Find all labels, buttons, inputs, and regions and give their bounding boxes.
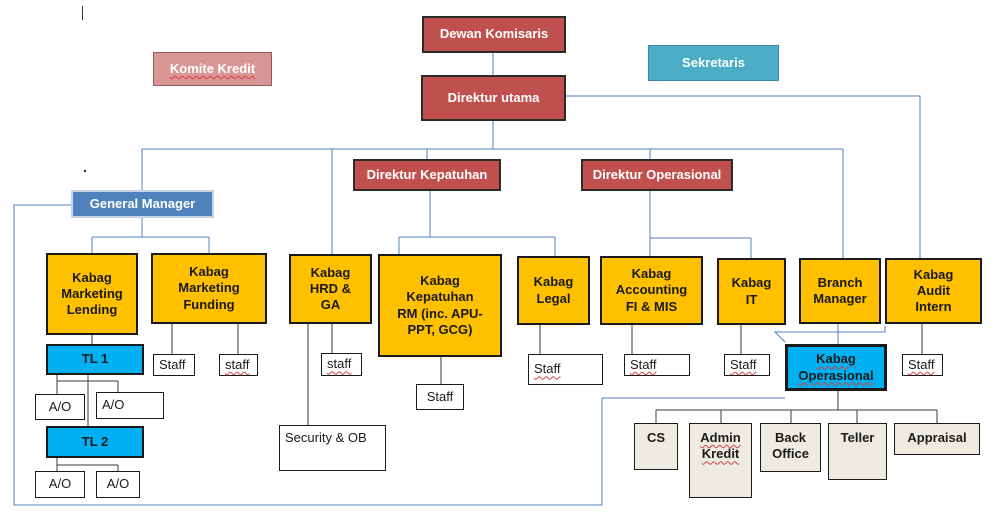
node-staff-funding-2[interactable]: staff (219, 354, 258, 376)
node-direktur-kepatuhan[interactable]: Direktur Kepatuhan (353, 159, 501, 191)
node-label: Kabag Marketing Lending (61, 269, 123, 318)
node-kabag-marketing-funding[interactable]: Kabag Marketing Funding (151, 253, 267, 324)
node-label: Staff (908, 356, 935, 372)
node-label: Komite Kredit (169, 60, 256, 76)
node-label: Sekretaris (682, 54, 745, 70)
node-label: Staff (630, 356, 657, 372)
node-komite-kredit[interactable]: Komite Kredit (153, 52, 272, 86)
node-direktur-operasional[interactable]: Direktur Operasional (581, 159, 733, 191)
node-label: A/O (48, 398, 72, 414)
node-label: Kabag Operasional (798, 351, 874, 383)
node-label: Back Office (772, 430, 809, 462)
node-admin-kredit[interactable]: Admin Kredit (689, 423, 752, 498)
node-kabag-kepatuhan[interactable]: Kabag Kepatuhan RM (inc. APU- PPT, GCG) (378, 254, 502, 357)
node-label: staff (327, 356, 352, 372)
node-dewan-komisaris[interactable]: Dewan Komisaris (422, 16, 566, 53)
node-ao-4[interactable]: A/O (96, 471, 140, 498)
node-branch-manager[interactable]: Branch Manager (799, 258, 881, 324)
node-label: Kabag HRD & GA (309, 264, 352, 313)
node-kabag-operasional[interactable]: Kabag Operasional (785, 344, 887, 391)
node-label: Staff (426, 388, 454, 404)
node-label: TL 1 (81, 351, 109, 367)
stray-dot (84, 170, 86, 172)
node-label: Staff (730, 356, 757, 372)
node-ao-2[interactable]: A/O (96, 392, 164, 419)
node-label: Staff (159, 356, 186, 372)
node-label: Branch Manager (813, 274, 867, 306)
node-staff-funding-1[interactable]: Staff (153, 354, 195, 376)
node-kabag-marketing-lending[interactable]: Kabag Marketing Lending (46, 253, 138, 335)
node-staff-kepatuhan[interactable]: Staff (416, 384, 464, 410)
node-staff-it[interactable]: Staff (724, 354, 770, 376)
node-label: A/O (48, 476, 72, 492)
node-security-ob[interactable]: Security & OB (279, 425, 386, 471)
node-label: TL 2 (81, 433, 109, 449)
node-ao-1[interactable]: A/O (35, 394, 85, 420)
node-label: Teller (840, 430, 875, 445)
node-kabag-hrd-ga[interactable]: Kabag HRD & GA (289, 254, 372, 324)
text-cursor (82, 6, 83, 20)
node-direktur-utama[interactable]: Direktur utama (421, 75, 566, 121)
node-kabag-legal[interactable]: Kabag Legal (517, 256, 590, 325)
node-staff-legal[interactable]: Staff (528, 354, 603, 385)
node-label: Direktur Kepatuhan (366, 166, 488, 182)
node-label: Staff (534, 361, 561, 377)
node-cs[interactable]: CS (634, 423, 678, 470)
node-ao-3[interactable]: A/O (35, 471, 85, 498)
node-label: Kabag Marketing Funding (178, 264, 240, 312)
node-label: Dewan Komisaris (439, 26, 549, 42)
node-teller[interactable]: Teller (828, 423, 887, 480)
node-staff-hrd[interactable]: staff (321, 353, 362, 376)
node-kabag-it[interactable]: Kabag IT (717, 258, 786, 325)
node-label: Kabag Audit Intern (913, 266, 954, 315)
node-label: Appraisal (907, 430, 967, 445)
node-staff-accounting[interactable]: Staff (624, 354, 690, 376)
node-label: Security & OB (285, 430, 367, 445)
node-label: A/O (102, 397, 125, 413)
node-tl2[interactable]: TL 2 (46, 426, 144, 458)
node-kabag-accounting[interactable]: Kabag Accounting FI & MIS (600, 256, 703, 325)
node-label: staff (225, 356, 250, 372)
node-sekretaris[interactable]: Sekretaris (648, 45, 779, 81)
node-label: Kabag IT (731, 275, 772, 307)
node-label: Kabag Legal (533, 274, 574, 306)
node-label: Kabag Accounting FI & MIS (615, 266, 688, 314)
node-label: Admin Kredit (700, 430, 741, 462)
node-label: Direktur utama (447, 89, 540, 105)
node-staff-audit[interactable]: Staff (902, 354, 943, 376)
node-tl1[interactable]: TL 1 (46, 344, 144, 375)
node-label: A/O (106, 476, 130, 492)
node-label: General Manager (89, 195, 196, 211)
node-label: CS (646, 430, 666, 445)
node-appraisal[interactable]: Appraisal (894, 423, 980, 455)
node-kabag-audit-intern[interactable]: Kabag Audit Intern (885, 258, 982, 324)
node-label: Kabag Kepatuhan RM (inc. APU- PPT, GCG) (397, 273, 483, 337)
node-general-manager[interactable]: General Manager (71, 190, 214, 218)
node-back-office[interactable]: Back Office (760, 423, 821, 472)
node-label: Direktur Operasional (592, 166, 722, 182)
